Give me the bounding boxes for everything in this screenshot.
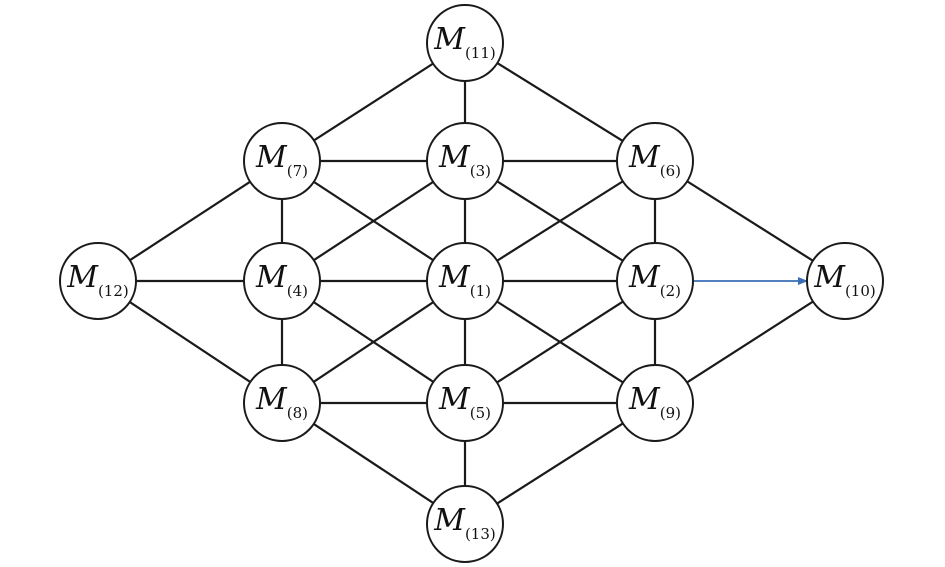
node-m3: M(3) xyxy=(426,122,504,200)
node-label: M(1) xyxy=(438,260,491,300)
node-letter: M xyxy=(433,22,466,57)
node-subscript: (9) xyxy=(660,404,681,422)
node-m5: M(5) xyxy=(426,364,504,442)
node-letter: M xyxy=(433,503,466,538)
node-m10: M(10) xyxy=(806,242,884,320)
node-m8: M(8) xyxy=(243,364,321,442)
node-circle xyxy=(243,242,321,320)
node-letter: M xyxy=(255,140,288,175)
node-label: M(9) xyxy=(628,382,681,422)
node-subscript: (12) xyxy=(98,282,129,300)
node-label: M(3) xyxy=(438,140,491,180)
node-m9: M(9) xyxy=(616,364,694,442)
node-letter: M xyxy=(438,140,471,175)
node-letter: M xyxy=(438,382,471,417)
node-subscript: (2) xyxy=(660,282,681,300)
node-subscript: (4) xyxy=(287,282,308,300)
node-letter: M xyxy=(628,382,661,417)
node-label: M(4) xyxy=(255,260,308,300)
node-circle xyxy=(426,122,504,200)
node-circle xyxy=(59,242,137,320)
nodes-layer: M(1)M(2)M(3)M(4)M(5)M(6)M(7)M(8)M(9)M(10… xyxy=(59,4,884,563)
node-letter: M xyxy=(255,260,288,295)
node-m4: M(4) xyxy=(243,242,321,320)
node-label: M(13) xyxy=(433,503,496,543)
node-subscript: (7) xyxy=(287,162,308,180)
node-m13: M(13) xyxy=(426,485,504,563)
node-letter: M xyxy=(438,260,471,295)
node-m7: M(7) xyxy=(243,122,321,200)
node-label: M(8) xyxy=(255,382,308,422)
node-circle xyxy=(616,242,694,320)
node-subscript: (5) xyxy=(470,404,491,422)
node-subscript: (8) xyxy=(287,404,308,422)
node-subscript: (1) xyxy=(470,282,491,300)
node-letter: M xyxy=(255,382,288,417)
node-label: M(5) xyxy=(438,382,491,422)
node-circle xyxy=(426,364,504,442)
node-circle xyxy=(243,364,321,442)
node-circle xyxy=(806,242,884,320)
node-m12: M(12) xyxy=(59,242,137,320)
node-circle xyxy=(243,122,321,200)
node-m2: M(2) xyxy=(616,242,694,320)
node-label: M(2) xyxy=(628,260,681,300)
node-letter: M xyxy=(628,260,661,295)
node-subscript: (10) xyxy=(845,282,876,300)
node-subscript: (11) xyxy=(465,44,496,62)
node-label: M(11) xyxy=(433,22,496,62)
node-subscript: (3) xyxy=(470,162,491,180)
node-circle xyxy=(426,242,504,320)
node-letter: M xyxy=(66,260,99,295)
node-circle xyxy=(616,364,694,442)
node-label: M(7) xyxy=(255,140,308,180)
node-circle xyxy=(616,122,694,200)
node-label: M(10) xyxy=(813,260,876,300)
node-letter: M xyxy=(813,260,846,295)
node-circle xyxy=(426,485,504,563)
node-subscript: (6) xyxy=(660,162,681,180)
node-label: M(6) xyxy=(628,140,681,180)
node-m1: M(1) xyxy=(426,242,504,320)
node-circle xyxy=(426,4,504,82)
node-subscript: (13) xyxy=(465,525,496,543)
node-m11: M(11) xyxy=(426,4,504,82)
node-m6: M(6) xyxy=(616,122,694,200)
node-label: M(12) xyxy=(66,260,129,300)
node-letter: M xyxy=(628,140,661,175)
